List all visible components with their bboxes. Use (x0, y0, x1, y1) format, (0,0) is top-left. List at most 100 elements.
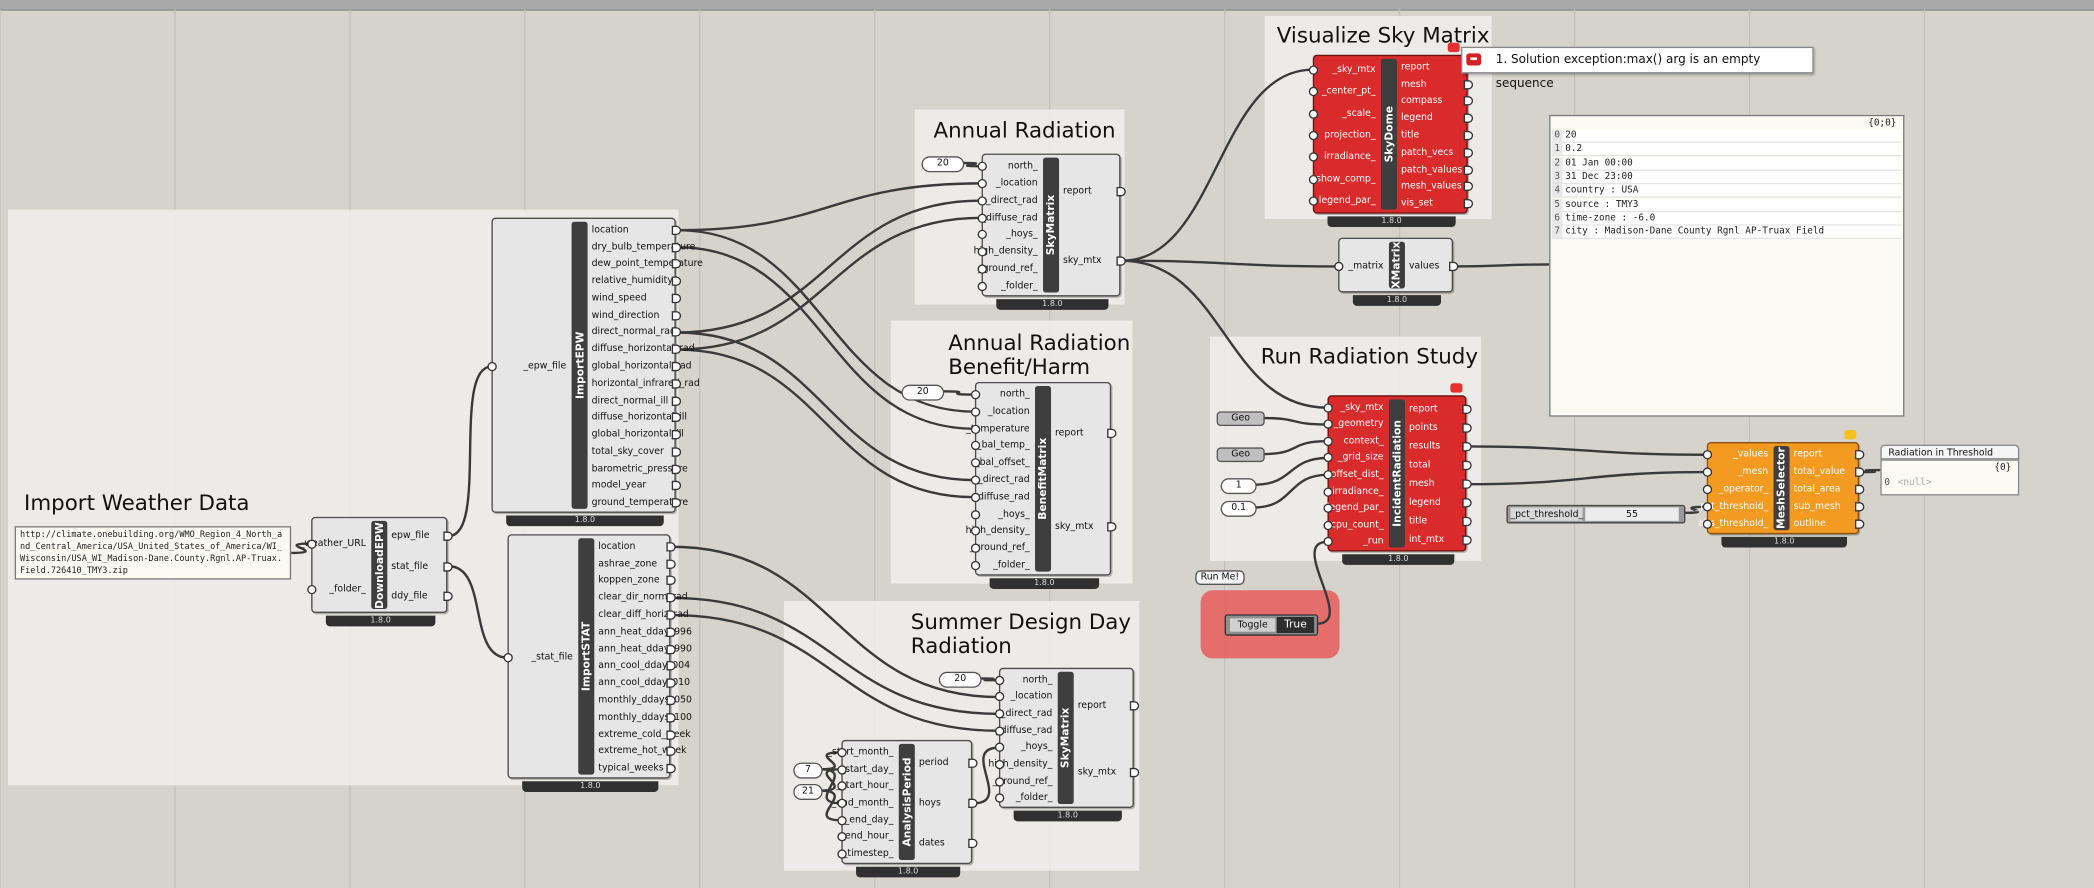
input-port[interactable]: high_density_ (988, 758, 1053, 770)
output-port[interactable]: total_value (1793, 466, 1846, 477)
input-port[interactable]: _direct_rad (986, 194, 1038, 206)
output-grip[interactable] (1463, 199, 1474, 209)
output-port[interactable]: patch_values (1400, 163, 1463, 175)
output-grip[interactable] (1462, 479, 1472, 489)
input-port[interactable]: _folder_ (993, 559, 1030, 571)
input-port[interactable]: _folder_ (1015, 792, 1053, 803)
input-grip[interactable] (1334, 261, 1344, 272)
output-grip[interactable] (1116, 256, 1126, 266)
output-grip[interactable] (671, 430, 682, 440)
output-grip[interactable] (666, 678, 676, 689)
output-grip[interactable] (671, 464, 682, 474)
input-port[interactable]: _end_day_ (844, 814, 894, 825)
input-grip[interactable] (1308, 86, 1319, 97)
sky-dome-component[interactable]: SkyDome_sky_mtx_center_pt__scale_project… (1308, 54, 1474, 228)
output-grip[interactable] (666, 729, 676, 740)
input-port[interactable]: _folder_ (329, 582, 366, 594)
output-port[interactable]: report (1408, 402, 1438, 414)
input-port[interactable]: _sky_mtx (1340, 401, 1384, 413)
input-grip[interactable] (1308, 108, 1319, 119)
output-grip[interactable] (1107, 522, 1117, 532)
month-slider[interactable]: 7 (793, 762, 823, 779)
mesh-selector-component[interactable]: MeshSelector_values_mesh_operator__pct_t… (1695, 442, 1865, 548)
input-grip[interactable] (994, 742, 1005, 753)
output-port[interactable]: total_sky_cover (591, 445, 664, 457)
output-port[interactable]: points (1408, 421, 1438, 433)
input-grip[interactable] (994, 759, 1005, 770)
input-grip[interactable] (970, 441, 981, 451)
input-grip[interactable] (837, 849, 847, 859)
output-port[interactable]: ground_temperature (591, 496, 689, 508)
output-grip[interactable] (968, 759, 978, 769)
input-port[interactable]: _start_day_ (840, 763, 894, 775)
input-port[interactable]: _ground_ref_ (977, 263, 1038, 275)
warning-flag-icon[interactable] (1844, 430, 1857, 440)
grid-size-slider[interactable]: 1 (1220, 478, 1257, 495)
input-port[interactable]: _end_hour_ (840, 831, 894, 842)
input-port[interactable]: _location (995, 177, 1038, 189)
day-slider[interactable]: 21 (793, 783, 823, 800)
input-port[interactable]: _stat_file (531, 651, 573, 663)
input-grip[interactable] (977, 281, 987, 292)
input-port[interactable]: _diffuse_rad (995, 724, 1053, 736)
output-grip[interactable] (666, 610, 676, 620)
input-grip[interactable] (970, 492, 981, 502)
input-grip[interactable] (1323, 419, 1333, 430)
output-port[interactable]: monthly_ddays_050 (598, 694, 692, 706)
input-grip[interactable] (977, 178, 987, 189)
output-grip[interactable] (1463, 113, 1474, 124)
output-grip[interactable] (968, 838, 978, 848)
output-grip[interactable] (1116, 187, 1126, 197)
input-grip[interactable] (970, 424, 981, 434)
input-grip[interactable] (487, 361, 497, 372)
output-grip[interactable] (443, 531, 453, 541)
input-grip[interactable] (1308, 65, 1319, 75)
input-port[interactable]: _timestep_ (842, 848, 894, 859)
output-port[interactable]: mesh (1408, 478, 1435, 489)
error-flag-icon[interactable] (1447, 42, 1460, 53)
input-port[interactable]: _sky_mtx (1332, 63, 1376, 75)
input-port[interactable]: _grid_size (1337, 451, 1384, 463)
output-port[interactable]: values (1408, 260, 1440, 272)
output-grip[interactable] (1462, 517, 1472, 527)
input-grip[interactable] (977, 161, 987, 171)
output-port[interactable]: ann_heat_dday_990 (598, 643, 692, 654)
output-port[interactable]: total_area (1793, 483, 1841, 495)
output-grip[interactable] (666, 542, 676, 552)
output-port[interactable]: koppen_zone (598, 574, 660, 586)
output-port[interactable]: diffuse_horizontal_ill (591, 411, 687, 423)
output-grip[interactable] (666, 559, 676, 569)
input-grip[interactable] (1323, 537, 1333, 547)
north-slider[interactable]: 20 (901, 384, 945, 401)
input-grip[interactable] (970, 389, 981, 400)
output-grip[interactable] (666, 593, 676, 603)
output-grip[interactable] (666, 627, 676, 637)
output-port[interactable]: global_horizontal_rad (591, 360, 692, 372)
output-port[interactable]: dew_point_temperature (591, 258, 703, 269)
input-grip[interactable] (1702, 519, 1713, 529)
input-port[interactable]: _ground_ref_ (969, 542, 1030, 554)
input-grip[interactable] (307, 584, 317, 594)
output-grip[interactable] (1462, 422, 1472, 433)
output-grip[interactable] (671, 310, 682, 321)
input-port[interactable]: _run (1363, 535, 1384, 547)
pct-threshold-slider[interactable]: _pct_threshold_ 55 (1506, 504, 1686, 524)
output-grip[interactable] (671, 481, 682, 491)
input-port[interactable]: _location (987, 405, 1030, 417)
input-port[interactable]: context_ (1343, 435, 1384, 446)
input-grip[interactable] (994, 776, 1005, 787)
input-grip[interactable] (1308, 152, 1319, 163)
output-port[interactable]: wind_speed (591, 292, 647, 304)
output-grip[interactable] (671, 344, 682, 355)
north-slider[interactable]: 20 (938, 671, 982, 688)
output-port[interactable]: outline (1793, 518, 1826, 529)
output-port[interactable]: clear_diff_horiz_rad (598, 609, 689, 620)
output-port[interactable]: title (1408, 515, 1428, 527)
output-grip[interactable] (1463, 79, 1474, 90)
output-port[interactable]: dates (918, 836, 945, 848)
output-port[interactable]: sky_mtx (1077, 766, 1117, 778)
input-grip[interactable] (970, 458, 981, 468)
